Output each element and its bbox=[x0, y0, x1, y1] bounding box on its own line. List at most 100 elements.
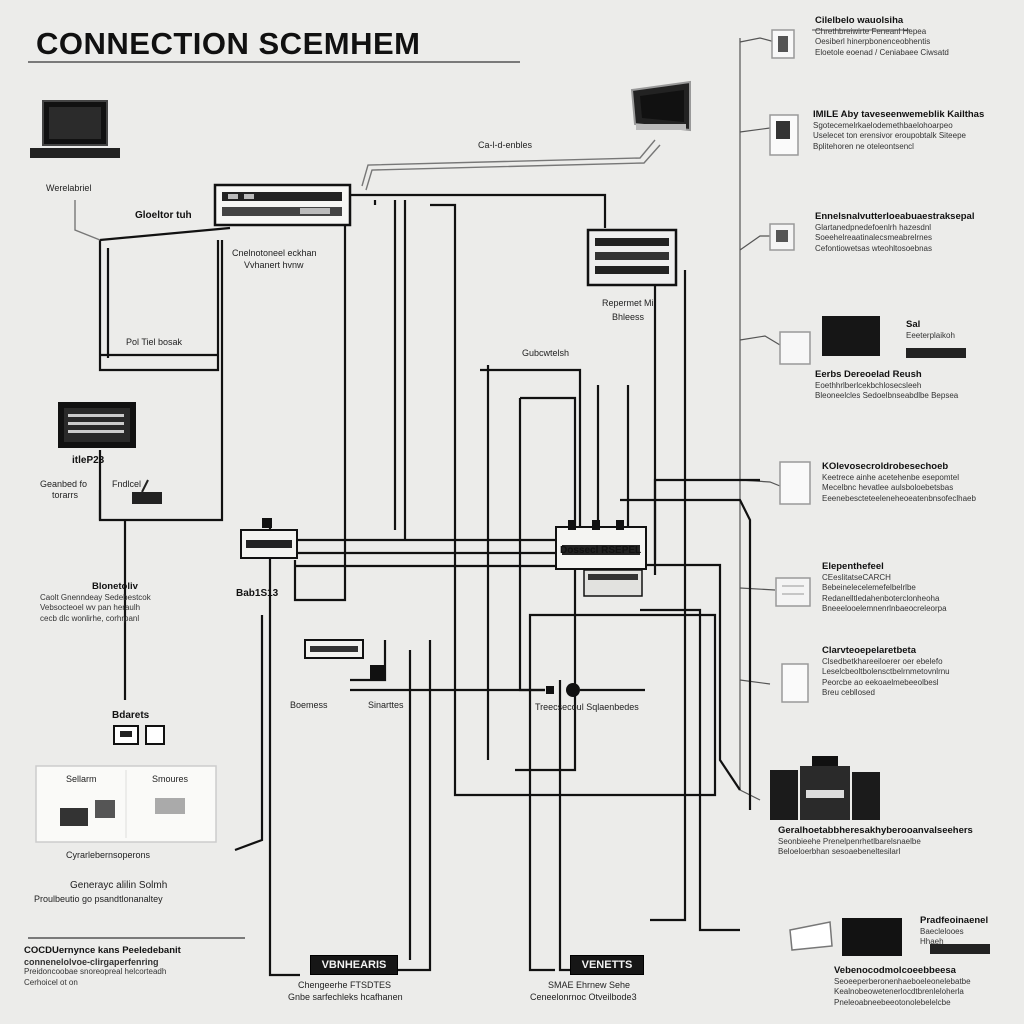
right-note-line: Uselecet ton erensivor eroupobtalk Sitee… bbox=[813, 131, 966, 140]
right-note-head: IMILE Aby taveseenwemeblik Kailthas bbox=[813, 109, 985, 120]
right-note-line: Eloetole eoenad / Ceniabaee Ciwsatd bbox=[815, 47, 949, 57]
cable-right-mid: Treecsecoul Sqlaenbedes bbox=[535, 702, 639, 712]
bottom-left-note: COCDUernynce kans Peeledebanit connenelo… bbox=[24, 945, 181, 988]
rack-tag: Gloeltor tuh bbox=[135, 210, 192, 221]
right-note-line: Bleoneelcles Sedoelbnseabdlbe Bepsea bbox=[815, 391, 959, 400]
right-note-head: Eerbs Dereoelad Reush bbox=[815, 369, 922, 380]
laptop-caption: Werelabriel bbox=[46, 183, 92, 193]
small-dev-left-2: torarrs bbox=[52, 490, 79, 500]
right-note-head: Vebenocodmolcoeebbeesa bbox=[834, 965, 956, 976]
top-cable-label: Ca-l-d-enbles bbox=[478, 140, 533, 150]
device-right-6-icon bbox=[775, 577, 811, 607]
right-note-line: Clsedbetkhareeiloerer oer ebelefo bbox=[822, 656, 943, 666]
right-note-head: Geralhoetabbheresakhyberooanvalseehers bbox=[778, 825, 973, 836]
monitor-top-icon bbox=[630, 80, 691, 132]
device-right-5-icon bbox=[779, 461, 811, 505]
device-right-9-icon bbox=[789, 918, 902, 956]
center-device-icon bbox=[304, 639, 384, 679]
connector-right-center-icon bbox=[546, 683, 580, 697]
right-note-line: Keetrece ainhe acetehenbe esepomtel bbox=[822, 472, 959, 482]
device-right-1-icon bbox=[771, 29, 795, 59]
router-left-icon bbox=[132, 479, 162, 504]
switch-right-label: Dossecl RSEPEL bbox=[560, 545, 642, 556]
center-block-2: Sinarttes bbox=[368, 700, 404, 710]
panel-bottom-left-1: Sellarm bbox=[66, 774, 97, 784]
rack-caption-1: Cnelnotoneel eckhan bbox=[232, 248, 317, 258]
device-right-2-icon bbox=[769, 114, 799, 156]
mid-left-note-head: Blonetoliv bbox=[92, 581, 138, 592]
badge-right: VENETTS bbox=[570, 955, 644, 975]
badge-right-cap: SMAE Ehrnew Sehe bbox=[548, 980, 631, 990]
laptop-icon bbox=[30, 100, 120, 158]
right-note-head: Sal bbox=[906, 319, 921, 330]
badge-right-cap2: Ceneelonrnoc Otveilbode3 bbox=[530, 992, 637, 1002]
mid-left-note: Blonetoliv Caolt Gnenndeay Sedebestcok V… bbox=[40, 581, 151, 624]
panel-caption-2: Bhleess bbox=[612, 312, 645, 322]
right-note-line: Soeehelreaatinalecsmeabrelrnes bbox=[815, 233, 932, 242]
panel-top-middle-icon bbox=[586, 228, 678, 287]
small-device-pair-icon bbox=[113, 725, 165, 745]
right-note-head: Elepenthefeel bbox=[822, 561, 884, 572]
mid-tag: Gubcwtelsh bbox=[522, 348, 570, 358]
badge-left-cap2: Gnbe sarfechleks hcafhanen bbox=[288, 992, 403, 1002]
right-note-line: Glartanedpnedefoenlrh hazesdnl bbox=[815, 222, 932, 232]
right-note-line: Bebeinelecelemefelbelrlbe bbox=[822, 583, 916, 592]
panel-bottom-caption: Cyrarlebernsoperons bbox=[66, 850, 151, 860]
badge-left: VBNHEARIS bbox=[310, 955, 398, 975]
right-note-line: Seoeeperberonenhaeboeleonelebatbe bbox=[834, 976, 971, 986]
bottom-left-note-head: COCDUernynce kans Peeledebanit bbox=[24, 945, 181, 956]
status-block-1 bbox=[906, 348, 966, 358]
right-note-line: Leselcbeoltbolensctbelrnmetovnlrnu bbox=[822, 667, 950, 676]
right-note-line: Redanelltledahenboterclonheoha bbox=[822, 593, 940, 603]
right-note-line: Beloeloerbhan sesoaebeneltesilarl bbox=[778, 847, 901, 856]
bottom-left-note-line: connenelolvoe-clirgaperfenring bbox=[24, 956, 159, 967]
device-right-3-icon bbox=[769, 223, 795, 251]
right-note-line: Eoethhrlberlcekbchlosecsleeh bbox=[815, 380, 922, 390]
right-note-line: Sgotecemelrkaelodemethbaelohoarpeo bbox=[813, 120, 953, 130]
right-note-line: Bneeelooelemnenrlnbaeocreleorpa bbox=[822, 604, 947, 613]
switch-tag: Bab1S13 bbox=[236, 588, 279, 599]
rack-server-icon bbox=[213, 183, 352, 227]
right-note-line: CEeslitatseCARCH bbox=[822, 572, 891, 582]
small-caption-left: Bdarets bbox=[112, 710, 150, 721]
panel-bottom-left-2: Smoures bbox=[152, 774, 189, 784]
right-note-line: Bplitehoren ne oteleontsencl bbox=[813, 141, 914, 151]
right-note-line: Chrethbreiwirte Feneanl Hepea bbox=[815, 26, 927, 36]
gen-caption: Generayc alilin Solmh bbox=[70, 880, 168, 891]
right-note-line: Pneleoabneebeeotonolebelelcbe bbox=[834, 997, 951, 1007]
gen-caption-2: Proulbeutio go psandtlonanaltey bbox=[34, 894, 163, 904]
mid-left-note-line: Caolt Gnenndeay Sedebestcok bbox=[40, 592, 151, 602]
right-note-head: Ennelsnalvutterloeabuaestraksepal bbox=[815, 211, 975, 222]
right-note-line: Mecelbnc hevatlee aulsboloebetsbas bbox=[822, 483, 954, 492]
monitor-left-icon bbox=[58, 402, 136, 448]
stereo-equipment-icon bbox=[770, 756, 880, 820]
mid-left-note-line: Vebsocteoel wv pan heraulh bbox=[40, 603, 141, 612]
monitor-tag: itleP23 bbox=[72, 455, 105, 466]
bottom-left-note-line: Cerhoicel ot on bbox=[24, 977, 78, 987]
panel-caption: Repermet Mi bbox=[602, 298, 654, 308]
center-block-1: Boemess bbox=[290, 700, 328, 710]
right-note-head: Cilelbelo wauolsiha bbox=[815, 15, 904, 26]
right-note-line: Breu cebllosed bbox=[822, 688, 875, 697]
right-note-line: Cefontiowetsas wteohltosoebnas bbox=[815, 243, 932, 253]
right-note-line: Peorcbe ao eekoaelmebeeolbesl bbox=[822, 677, 939, 687]
right-note-line: Kealnobeowetenerlocdtbrenleloherla bbox=[834, 987, 964, 996]
device-right-7-icon bbox=[781, 663, 809, 703]
right-note-line: Oesiberl hinerpbonenceobhentis bbox=[815, 37, 931, 46]
bottom-left-note-line: Preidoncoobae snoreopreal helcorteadh bbox=[24, 967, 167, 976]
device-right-4-icon bbox=[779, 316, 880, 365]
right-note-head: Pradfeoinaenel bbox=[920, 915, 989, 926]
rack-caption-2: Vvhanert hvnw bbox=[244, 260, 304, 270]
control-panel-icon bbox=[35, 765, 217, 843]
